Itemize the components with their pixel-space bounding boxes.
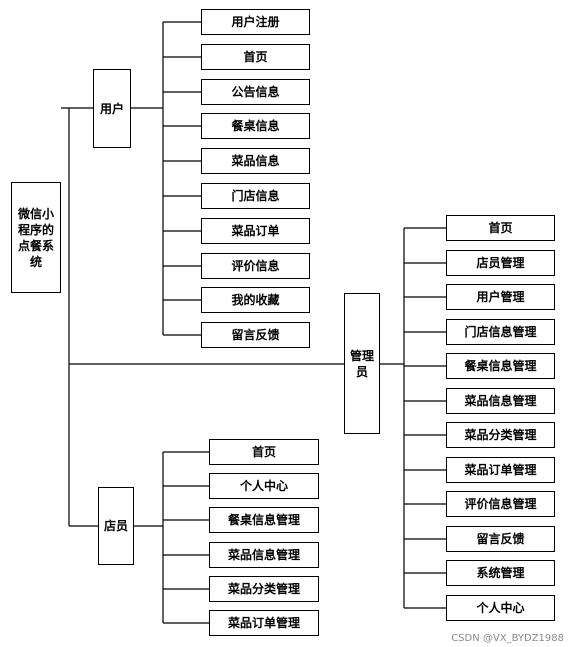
watermark: CSDN @VX_BYDZ1988 bbox=[451, 633, 564, 644]
admin-item: 评价信息管理 bbox=[446, 491, 555, 517]
staff-item: 餐桌信息管理 bbox=[209, 507, 319, 533]
user-item: 门店信息 bbox=[201, 183, 310, 209]
user-item: 菜品信息 bbox=[201, 148, 310, 174]
staff-item: 菜品信息管理 bbox=[209, 542, 319, 568]
user-item: 评价信息 bbox=[201, 253, 310, 279]
staff-item: 菜品订单管理 bbox=[209, 610, 319, 636]
admin-node: 管理员 bbox=[344, 293, 380, 434]
admin-item: 菜品分类管理 bbox=[446, 422, 555, 448]
staff-item: 菜品分类管理 bbox=[209, 576, 319, 602]
root-node: 微信小程序的点餐系统 bbox=[11, 182, 61, 293]
staff-item: 个人中心 bbox=[209, 473, 319, 499]
admin-item: 菜品订单管理 bbox=[446, 457, 555, 483]
staff-item: 首页 bbox=[209, 439, 319, 465]
user-item: 用户注册 bbox=[201, 9, 310, 35]
admin-item: 系统管理 bbox=[446, 560, 555, 586]
admin-item: 菜品信息管理 bbox=[446, 388, 555, 414]
user-item: 餐桌信息 bbox=[201, 113, 310, 139]
user-item: 留言反馈 bbox=[201, 322, 310, 348]
user-item: 我的收藏 bbox=[201, 287, 310, 313]
staff-node: 店员 bbox=[98, 487, 134, 565]
user-item: 首页 bbox=[201, 44, 310, 70]
user-node: 用户 bbox=[93, 69, 131, 148]
admin-item: 餐桌信息管理 bbox=[446, 353, 555, 379]
admin-item: 门店信息管理 bbox=[446, 319, 555, 345]
admin-item: 个人中心 bbox=[446, 595, 555, 621]
user-item: 菜品订单 bbox=[201, 218, 310, 244]
admin-item: 留言反馈 bbox=[446, 526, 555, 552]
admin-item: 店员管理 bbox=[446, 250, 555, 276]
user-item: 公告信息 bbox=[201, 79, 310, 105]
admin-item: 用户管理 bbox=[446, 284, 555, 310]
admin-item: 首页 bbox=[446, 215, 555, 241]
